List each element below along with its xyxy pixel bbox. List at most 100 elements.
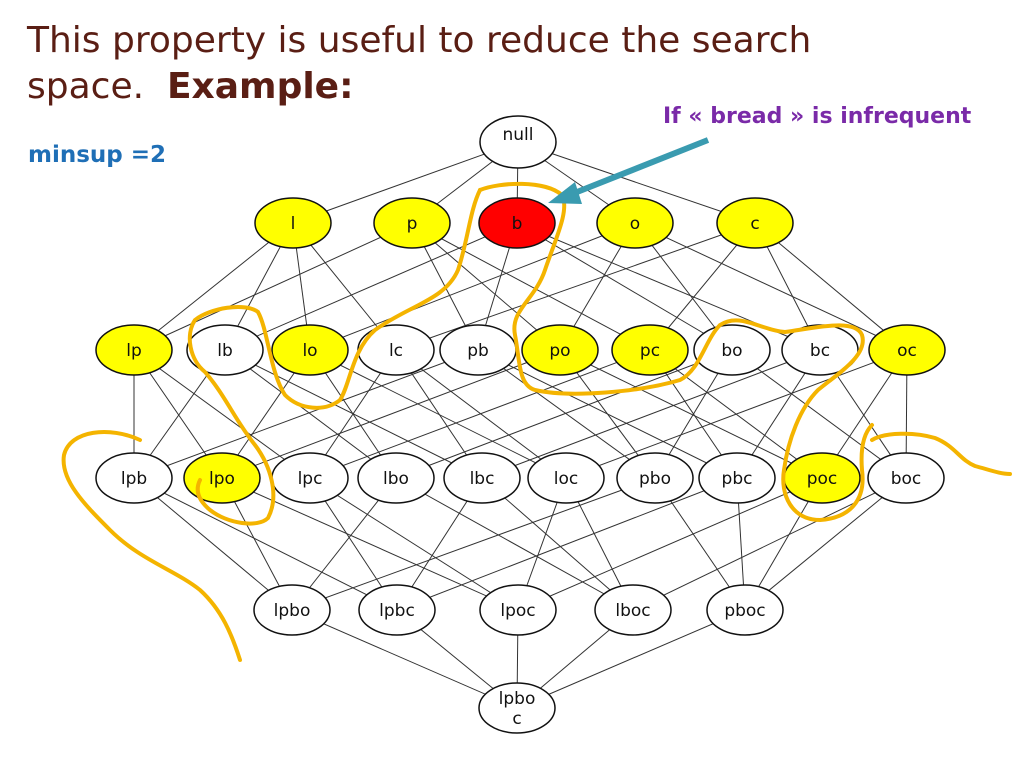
edge-lbc-lboc: [481, 477, 634, 611]
node-lpbc-shape: [358, 584, 436, 636]
node-lboc: lboc: [594, 584, 672, 636]
node-pbo-shape: [616, 452, 694, 504]
edge-p-pc: [411, 222, 651, 351]
scribble-b: [478, 181, 874, 523]
node-lpb-shape: [95, 452, 173, 504]
node-boc-shape: [867, 452, 945, 504]
edge-lo-loc: [309, 349, 567, 479]
node-lpbc-label: lpbc: [379, 601, 415, 621]
edge-o-oc: [634, 222, 908, 351]
node-loc: loc: [527, 452, 605, 504]
node-pbo: pbo: [616, 452, 694, 504]
node-l-shape: [254, 197, 332, 249]
node-c-label: c: [750, 214, 759, 234]
node-pbc: pbc: [698, 452, 776, 504]
scribble-right: [870, 431, 1012, 476]
node-b-shape: [478, 197, 556, 249]
callout-arrow-head: [548, 182, 582, 204]
edge-l-lp: [133, 222, 294, 351]
node-p-shape: [373, 197, 451, 249]
node-lp: lp: [95, 324, 173, 376]
node-null: null: [479, 115, 557, 169]
node-null-label: null: [503, 125, 534, 145]
pruning-marks: [61, 137, 1012, 662]
edge-poc-lpoc: [517, 477, 823, 611]
edge-null-l: [292, 141, 519, 224]
node-lpbo-shape: [253, 584, 331, 636]
edge-pb-lpb: [133, 349, 479, 479]
node-lc: lc: [357, 324, 435, 376]
node-pbo-label: pbo: [639, 469, 671, 489]
node-o: o: [596, 197, 674, 249]
edge-lb-lbo: [224, 349, 397, 479]
node-lbo-shape: [357, 452, 435, 504]
scribble-left: [61, 430, 242, 662]
node-pb-label: pb: [467, 341, 489, 361]
node-null-shape: [479, 115, 557, 169]
node-loc-label: loc: [554, 469, 578, 489]
node-oc-shape: [868, 324, 946, 376]
node-lbc-shape: [443, 452, 521, 504]
node-lpoc-shape: [479, 584, 557, 636]
node-b-label: b: [512, 214, 523, 234]
node-pc: pc: [611, 324, 689, 376]
node-boc: boc: [867, 452, 945, 504]
node-lboc-shape: [594, 584, 672, 636]
node-pboc-shape: [706, 584, 784, 636]
node-bo-label: bo: [721, 341, 742, 361]
node-lpo-shape: [183, 452, 261, 504]
node-lpc: lpc: [271, 452, 349, 504]
node-pc-label: pc: [640, 341, 660, 361]
edge-po-lpo: [221, 349, 561, 479]
node-lo-shape: [271, 324, 349, 376]
edge-p-lp: [133, 222, 413, 351]
node-bc-label: bc: [810, 341, 830, 361]
node-o-shape: [596, 197, 674, 249]
edge-lbo-lboc: [395, 477, 634, 611]
node-pc-shape: [611, 324, 689, 376]
minsup-label: minsup =2: [28, 142, 167, 168]
title-example: Example:: [166, 66, 354, 107]
node-pb: pb: [439, 324, 517, 376]
edge-c-oc: [754, 222, 908, 351]
node-c: c: [716, 197, 794, 249]
node-po: po: [521, 324, 599, 376]
node-pbc-label: pbc: [722, 469, 753, 489]
node-b: b: [478, 197, 556, 249]
edge-p-po: [411, 222, 561, 351]
node-lpoc-label: lpoc: [500, 601, 535, 621]
node-oc: oc: [868, 324, 946, 376]
node-lbc-label: lbc: [470, 469, 495, 489]
node-pboc-label: pboc: [724, 601, 765, 621]
node-lo-label: lo: [302, 341, 317, 361]
edge-boc-lboc: [632, 477, 907, 611]
node-poc-label: poc: [807, 469, 838, 489]
node-lp-label: lp: [126, 341, 142, 361]
edge-lc-loc: [395, 349, 567, 479]
node-p: p: [373, 197, 451, 249]
node-po-label: po: [549, 341, 570, 361]
node-lp-shape: [95, 324, 173, 376]
node-pboc: pboc: [706, 584, 784, 636]
edge-pb-pbo: [477, 349, 656, 479]
node-lbo-label: lbo: [383, 469, 409, 489]
edge-null-c: [517, 141, 756, 224]
node-bc: bc: [781, 324, 859, 376]
infrequent-callout: If « bread » is infrequent: [663, 104, 972, 129]
node-oc-label: oc: [897, 341, 917, 361]
callout-arrow-shaft: [570, 137, 710, 197]
node-lpc-label: lpc: [298, 469, 323, 489]
node-lpb: lpb: [95, 452, 173, 504]
title-line2: space.: [27, 66, 145, 107]
node-lboc-label: lboc: [615, 601, 650, 621]
edge-pbc-lpbc: [396, 477, 738, 611]
node-lbc: lbc: [443, 452, 521, 504]
edge-pc-poc: [649, 349, 823, 479]
node-boc-label: boc: [891, 469, 922, 489]
node-poc: poc: [783, 452, 861, 504]
node-l-label: l: [291, 214, 296, 234]
node-lb: lb: [186, 324, 264, 376]
